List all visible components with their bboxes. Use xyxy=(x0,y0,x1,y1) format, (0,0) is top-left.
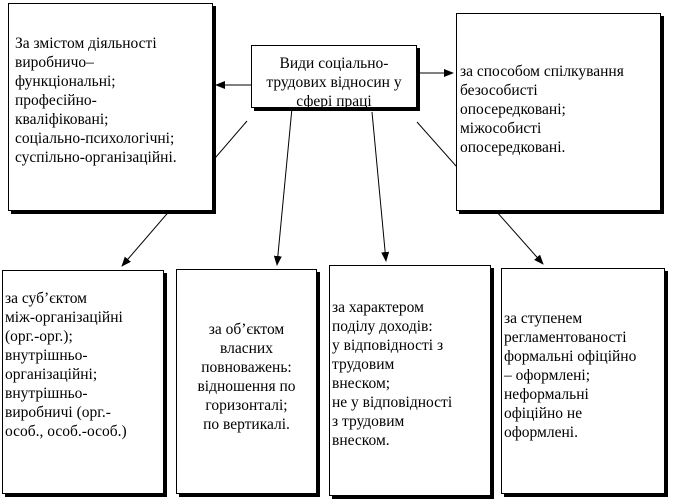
by-object-of-authority-text: за об’єктом власних повноважень: відноше… xyxy=(197,321,296,433)
by-communication-method-text: за способом спілкування безособисті опос… xyxy=(460,63,624,156)
central-node-title: Види соціально- трудових відносин у сфер… xyxy=(266,55,402,110)
by-subject-box: за суб’єктом між-організаційні (орг.-орг… xyxy=(2,270,164,494)
by-income-division-box: за характером поділу доходів: у відповід… xyxy=(329,265,491,496)
by-communication-method-box: за способом спілкування безособисті опос… xyxy=(456,13,661,211)
arrow-to-income-box xyxy=(371,111,390,262)
by-subject-text: за суб’єктом між-організаційні (орг.-орг… xyxy=(5,290,127,440)
by-regulation-degree-box: за ступенем регламентованості формальні … xyxy=(501,268,665,494)
by-activity-content-text: За змістом діяльності виробничо– функціо… xyxy=(15,35,177,166)
by-activity-content-box: За змістом діяльності виробничо– функціо… xyxy=(8,3,213,211)
by-object-of-authority-box: за об’єктом власних повноважень: відноше… xyxy=(176,269,317,494)
by-regulation-degree-text: за ступенем регламентованості формальні … xyxy=(504,310,637,441)
by-income-division-text: за характером поділу доходів: у відповід… xyxy=(332,299,453,449)
central-node-box: Види соціально- трудових відносин у сфер… xyxy=(251,45,417,110)
arrow-to-object-box xyxy=(273,107,293,266)
